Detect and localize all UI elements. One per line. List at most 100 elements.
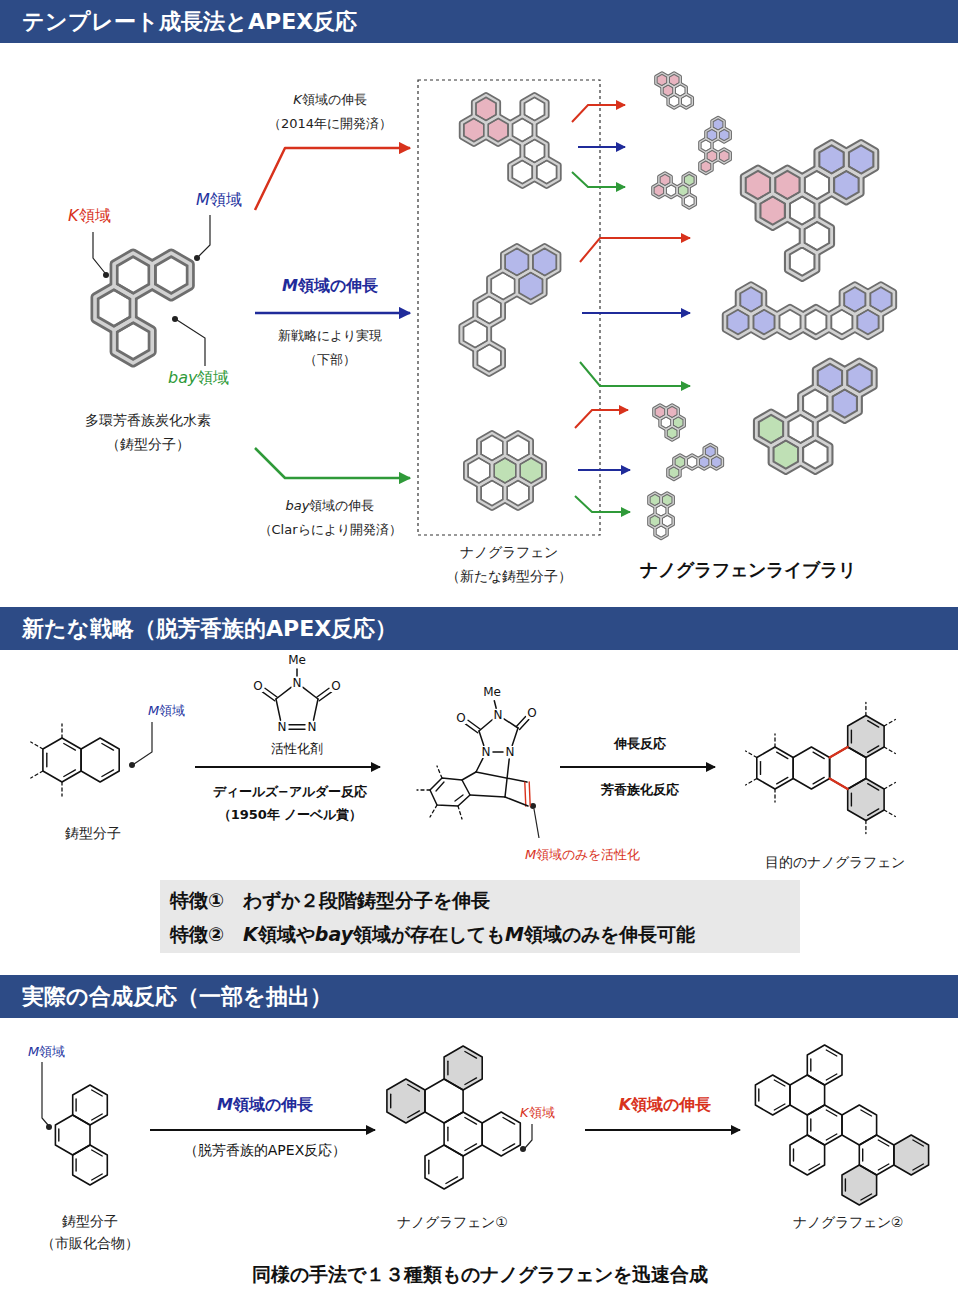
text-line: K領域の伸長: [268, 88, 392, 112]
bond-line: [455, 795, 463, 801]
ring-highlight: [718, 149, 730, 163]
ring-tube: [710, 455, 722, 469]
bond-line: [476, 772, 527, 782]
ring-fill: [710, 455, 722, 469]
bond-line: [810, 1119, 811, 1131]
bond-line: [503, 1118, 515, 1125]
ring-highlight: [801, 438, 830, 472]
bond-line: [868, 809, 879, 815]
ring-highlight: [479, 478, 505, 508]
nanographene-molecule: ナノグラフェン②: [740, 1040, 950, 1240]
substituent-dash: [31, 771, 43, 778]
text-line: （1950年 ノーベル賞）: [213, 803, 367, 826]
bond-line: [868, 721, 879, 727]
bond-line: [505, 797, 528, 806]
ring-highlight: [668, 94, 680, 108]
bond-line: [262, 692, 274, 701]
italic-letter: M: [148, 703, 159, 718]
text-line: bay領域の伸長: [259, 494, 402, 518]
reaction-arrow: [255, 312, 410, 315]
bond-line: [525, 782, 526, 806]
ring-outline: [790, 1075, 825, 1115]
node-text: ナノグラフェン②: [748, 1212, 948, 1232]
reaction-arrow: [255, 148, 410, 210]
ring-fill: [830, 387, 859, 421]
note-label: 新戦略により実現 （下部）: [278, 324, 382, 372]
ring-outline: [444, 1112, 482, 1156]
adduct-molecule: M領域のみを活性化: [380, 670, 560, 870]
bond-line: [774, 1104, 785, 1110]
ring-highlight: [462, 116, 486, 144]
ring-outline: [425, 1145, 463, 1189]
bond-line: [503, 1144, 515, 1151]
bond-line: [493, 751, 503, 753]
text-line: （鋳型分子）: [40, 432, 255, 456]
ring-tube: [868, 285, 894, 315]
ring-tube: [479, 478, 505, 508]
text-line: （市販化合物）: [30, 1232, 150, 1254]
bond-line: [102, 744, 114, 751]
bond-line: [810, 1059, 811, 1071]
callout-label: bay領域: [168, 368, 229, 389]
bond-line: [826, 1134, 837, 1140]
library-arrow: [572, 105, 625, 122]
leader-line: [93, 232, 105, 273]
text-line: ディールズ−アルダー反応: [213, 780, 367, 803]
atom-label: N: [292, 677, 303, 689]
ring-outline: [807, 1045, 842, 1085]
atom-label: Me: [287, 654, 307, 666]
ring-tube: [114, 319, 152, 363]
ring-fill: [848, 716, 884, 758]
text-line: 新戦略により実現: [278, 324, 382, 348]
bond-line: [494, 701, 496, 709]
bond-line: [289, 729, 305, 730]
callout-label: ナノグラフェンライブラリ: [640, 558, 856, 582]
ring-fill: [666, 426, 678, 440]
leader-line: [534, 809, 539, 838]
substituent-dash: [774, 734, 775, 747]
section-header: 新たな戦略（脱芳香族的APEX反応）: [0, 607, 958, 650]
ring-outline: [81, 738, 119, 782]
library-arrow: [578, 469, 630, 471]
bond-line: [861, 1194, 872, 1200]
library-arrow: [575, 496, 630, 512]
atom-label: O: [330, 680, 341, 692]
bond-line: [878, 1140, 889, 1146]
ring-tube: [668, 466, 680, 480]
bond-line: [92, 1174, 103, 1180]
ring-fill: [894, 1135, 929, 1175]
leader-dot: [520, 1146, 526, 1152]
template-molecule: 鋳型分子: [30, 700, 195, 850]
substituent-dash: [61, 782, 62, 796]
library-arrow: [582, 312, 690, 314]
text-line: 鋳型分子: [30, 1210, 150, 1232]
callout-label: M領域: [196, 190, 242, 211]
edge-label: K領域の伸長 （2014年に開発済）: [268, 88, 392, 136]
leader-line: [199, 215, 210, 256]
reaction-arrow: [560, 766, 715, 768]
leader-dot: [129, 762, 135, 768]
reaction-arrow: [195, 766, 380, 768]
italic-letter: K: [68, 206, 79, 225]
node-text: 鋳型分子 （市販化合物）: [30, 1210, 150, 1254]
bond-line: [878, 1164, 889, 1170]
new-bond: [830, 779, 848, 790]
ring-fill: [700, 160, 712, 174]
bond-line: [913, 1164, 924, 1170]
ring-outline: [55, 1115, 90, 1155]
substituent-dash: [774, 789, 775, 802]
bond-line: [851, 730, 852, 743]
ring-outline: [894, 1135, 929, 1175]
node-text: 多環芳香族炭化水素 （鋳型分子）: [40, 408, 255, 456]
bond-line: [809, 1164, 820, 1170]
ring-fill: [832, 168, 862, 202]
ring-highlight: [653, 184, 665, 198]
italic-letter: K: [520, 1105, 529, 1120]
leader-dot: [530, 803, 536, 809]
italic-letter: M: [525, 847, 536, 862]
ring-highlight: [510, 158, 534, 186]
library-arrow: [580, 362, 690, 386]
ring-highlight: [758, 194, 787, 228]
ring-tube: [475, 342, 503, 374]
